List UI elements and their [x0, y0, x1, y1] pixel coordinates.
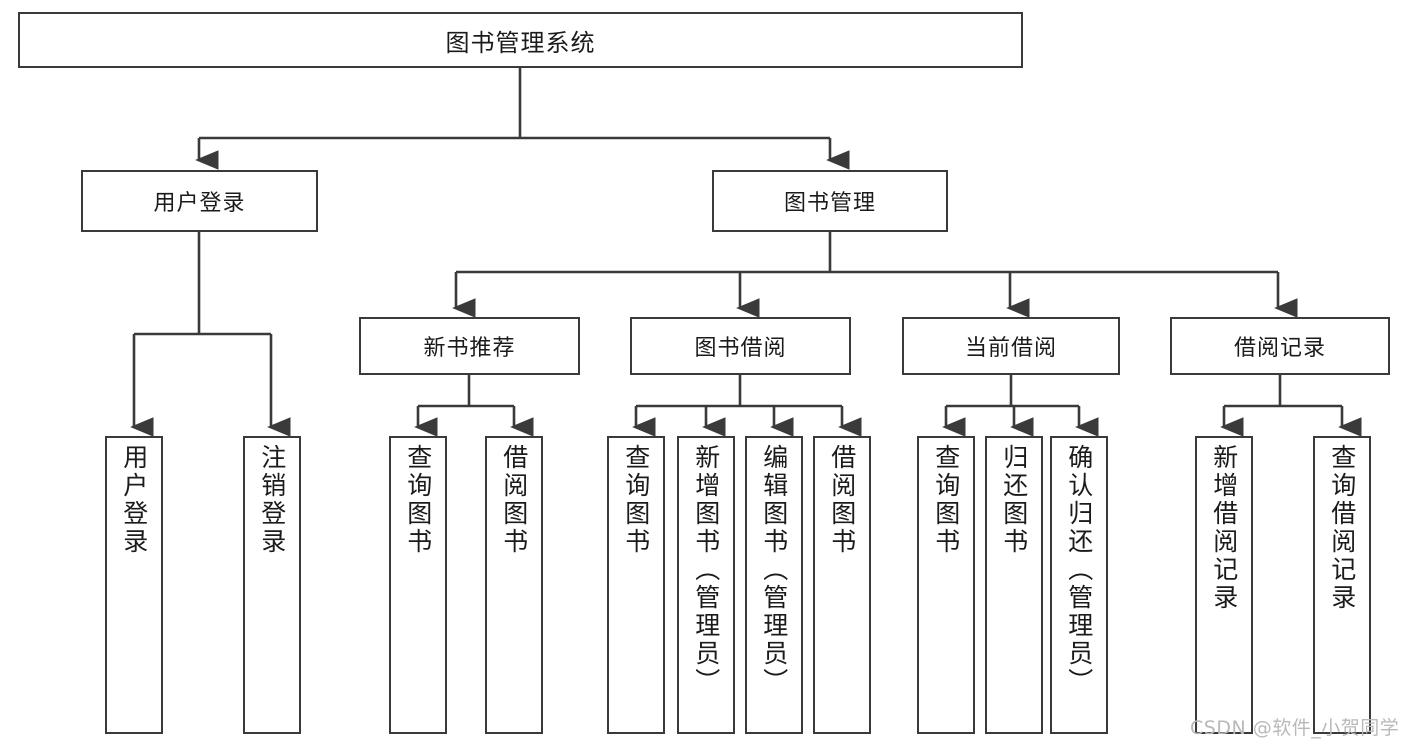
- leaf-borrow-record-0-label: 新增借阅记录: [1209, 444, 1239, 612]
- leaf-book-borrow-2-label: 编辑图书（管理员）: [759, 444, 789, 696]
- leaf-book-borrow-3-label: 借阅图书: [827, 444, 857, 556]
- leaf-book-borrow-2[interactable]: 编辑图书（管理员）: [745, 436, 803, 734]
- leaf-current-borrow-0[interactable]: 查询图书: [917, 436, 975, 734]
- leaf-borrow-record-1[interactable]: 查询借阅记录: [1313, 436, 1371, 734]
- node-borrow-record-label: 借阅记录: [1233, 336, 1326, 361]
- leaf-book-borrow-1-label: 新增图书（管理员）: [691, 444, 721, 696]
- node-current-borrow-label: 当前借阅: [964, 336, 1057, 361]
- node-user-login[interactable]: 用户登录: [81, 170, 318, 232]
- leaf-borrow-record-1-label: 查询借阅记录: [1327, 444, 1357, 612]
- leaf-new-book-rec-1[interactable]: 借阅图书: [485, 436, 543, 734]
- node-current-borrow[interactable]: 当前借阅: [902, 317, 1120, 375]
- leaf-book-borrow-1[interactable]: 新增图书（管理员）: [677, 436, 735, 734]
- leaf-current-borrow-1-label: 归还图书: [999, 444, 1029, 556]
- leaf-current-borrow-0-label: 查询图书: [931, 444, 961, 556]
- node-book-manage[interactable]: 图书管理: [712, 170, 948, 232]
- leaf-new-book-rec-0-label: 查询图书: [403, 444, 433, 556]
- leaf-current-borrow-2-label: 确认归还（管理员）: [1064, 444, 1094, 696]
- node-borrow-record[interactable]: 借阅记录: [1170, 317, 1390, 375]
- watermark-text: CSDN @软件_小贺同学: [1190, 717, 1400, 739]
- node-new-book-recommend[interactable]: 新书推荐: [359, 317, 580, 375]
- node-book-borrow-label: 图书借阅: [694, 336, 787, 361]
- node-book-borrow[interactable]: 图书借阅: [630, 317, 851, 375]
- leaf-user-login-1-label: 注销登录: [257, 444, 287, 556]
- node-root-system[interactable]: 图书管理系统: [18, 12, 1023, 68]
- leaf-current-borrow-2[interactable]: 确认归还（管理员）: [1050, 436, 1108, 734]
- node-user-login-label: 用户登录: [153, 191, 246, 216]
- leaf-new-book-rec-1-label: 借阅图书: [499, 444, 529, 556]
- node-root-system-label: 图书管理系统: [445, 28, 596, 57]
- node-new-book-recommend-label: 新书推荐: [423, 336, 516, 361]
- leaf-book-borrow-0[interactable]: 查询图书: [607, 436, 665, 734]
- leaf-current-borrow-1[interactable]: 归还图书: [985, 436, 1043, 734]
- leaf-book-borrow-0-label: 查询图书: [621, 444, 651, 556]
- node-book-manage-label: 图书管理: [783, 191, 876, 216]
- leaf-new-book-rec-0[interactable]: 查询图书: [389, 436, 447, 734]
- leaf-user-login-0[interactable]: 用户登录: [105, 436, 163, 734]
- leaf-user-login-0-label: 用户登录: [119, 444, 149, 556]
- leaf-user-login-1[interactable]: 注销登录: [243, 436, 301, 734]
- leaf-book-borrow-3[interactable]: 借阅图书: [813, 436, 871, 734]
- leaf-borrow-record-0[interactable]: 新增借阅记录: [1195, 436, 1253, 734]
